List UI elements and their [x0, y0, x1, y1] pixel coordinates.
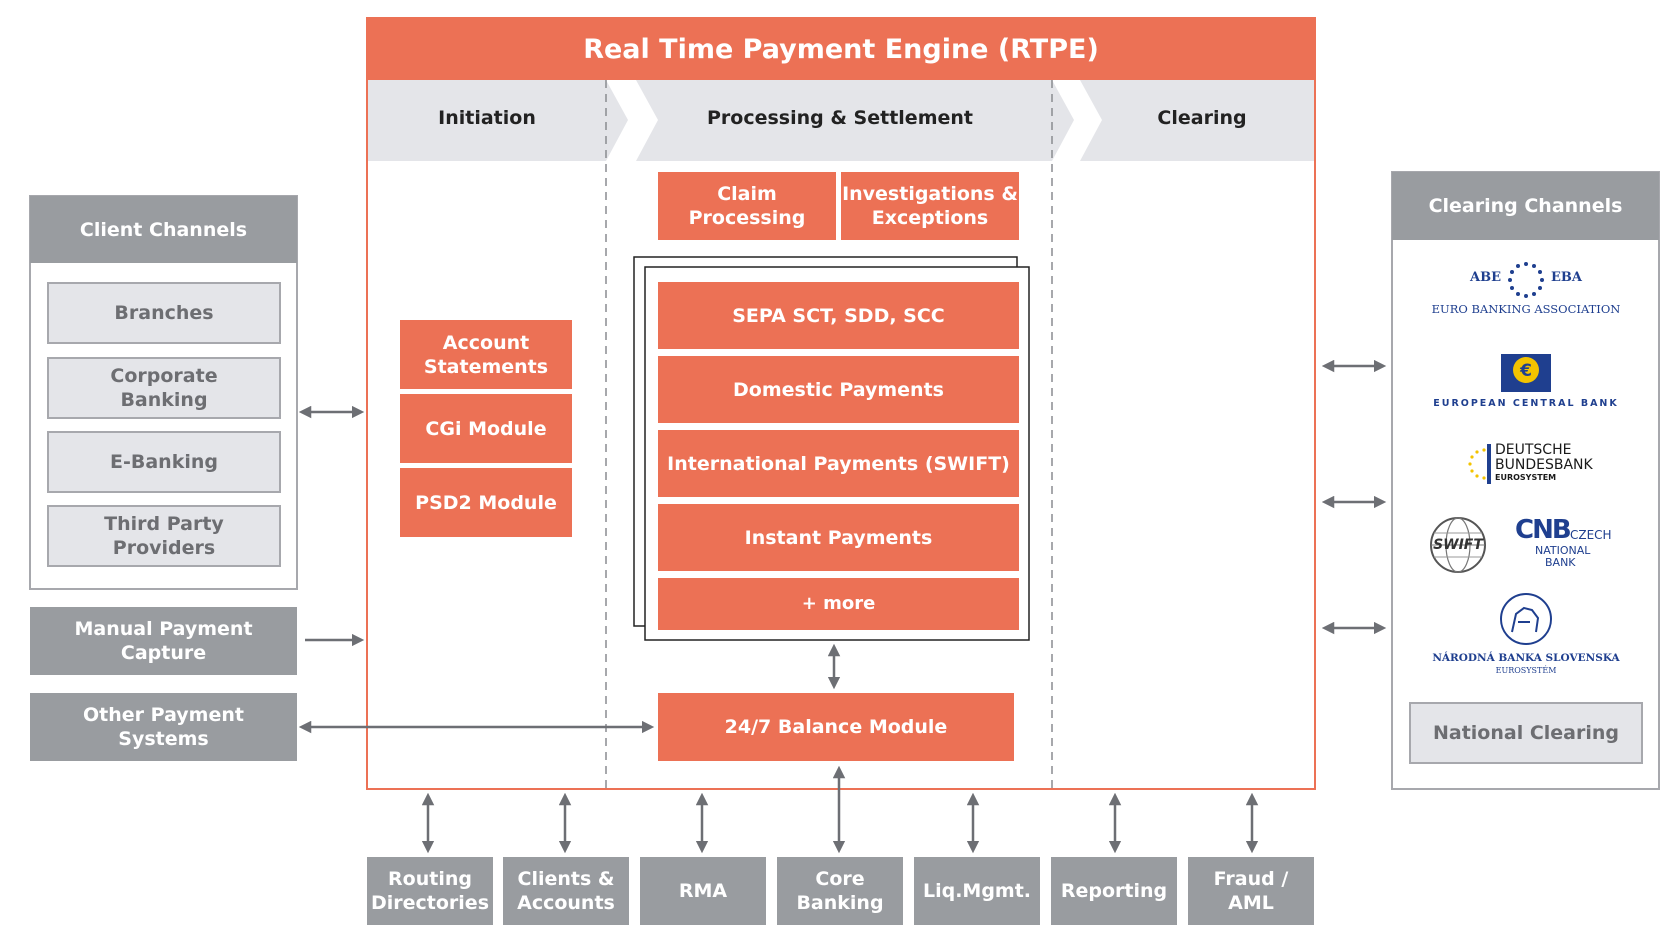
manual-payment-capture[interactable]: Manual Payment Capture [30, 607, 297, 675]
other-payment-systems[interactable]: Other Payment Systems [30, 693, 297, 761]
nbs-logo[interactable]: NÁRODNÁ BANKA SLOVENSKA EUROSYSTÉM [1420, 592, 1632, 684]
backend-rma[interactable]: RMA [640, 857, 766, 925]
bundesbank-line2: BUNDESBANK [1495, 457, 1593, 473]
swift-text: SWIFT [1433, 537, 1483, 553]
channel-e-banking[interactable]: E-Banking [47, 431, 281, 493]
backend-routing-directories[interactable]: Routing Directories [367, 857, 493, 925]
phase-clearing: Clearing [1157, 107, 1247, 129]
bundesbank-logo[interactable]: DEUTSCHE BUNDESBANK EUROSYSTEM [1455, 440, 1625, 490]
phase-processing-settlement: Processing & Settlement [707, 107, 973, 129]
channel-third-party-providers[interactable]: Third Party Providers [47, 505, 281, 567]
eba-eba-text: EBA [1551, 270, 1582, 285]
ecb-logo[interactable]: € EUROPEAN CENTRAL BANK [1420, 350, 1632, 414]
balance-module[interactable]: 24/7 Balance Module [658, 693, 1014, 761]
cnb-line2: NATIONAL [1535, 544, 1591, 557]
phase-band [368, 80, 1314, 161]
bundesbank-stars-icon [1468, 444, 1491, 484]
cnb-line1: CZECH [1570, 528, 1612, 542]
eba-abe-text: ABE [1470, 270, 1501, 285]
backend-fraud-aml[interactable]: Fraud / AML [1188, 857, 1314, 925]
channel-branches[interactable]: Branches [47, 282, 281, 344]
eba-logo[interactable]: ABE EBA EURO BANKING ASSOCIATION [1420, 258, 1632, 324]
phase-initiation: Initiation [438, 107, 536, 129]
bundesbank-line1: DEUTSCHE [1495, 442, 1572, 458]
instant-payments-module[interactable]: Instant Payments [658, 504, 1019, 571]
claim-processing-module[interactable]: Claim Processing [658, 172, 836, 240]
nbs-emblem-icon [1500, 593, 1552, 645]
swift-globe-icon [1430, 517, 1486, 573]
backend-reporting[interactable]: Reporting [1051, 857, 1177, 925]
clearing-channels-frame [1391, 171, 1660, 790]
bundesbank-line3: EUROSYSTEM [1495, 473, 1557, 482]
more-modules[interactable]: + more [658, 578, 1019, 630]
eba-stars-icon [1508, 262, 1544, 298]
psd2-module[interactable]: PSD2 Module [400, 468, 572, 537]
investigations-exceptions-module[interactable]: Investigations & Exceptions [841, 172, 1019, 240]
rtpe-title: Real Time Payment Engine (RTPE) [368, 19, 1314, 80]
client-channels-title: Client Channels [30, 196, 297, 263]
international-payments-module[interactable]: International Payments (SWIFT) [658, 430, 1019, 497]
sepa-module[interactable]: SEPA SCT, SDD, SCC [658, 282, 1019, 349]
account-statements-module[interactable]: Account Statements [400, 320, 572, 389]
channel-corporate-banking[interactable]: Corporate Banking [47, 357, 281, 419]
domestic-payments-module[interactable]: Domestic Payments [658, 356, 1019, 423]
cnb-letters: CNB [1515, 515, 1572, 545]
phase-chevron-2 [1052, 80, 1102, 161]
nbs-line2: EUROSYSTÉM [1495, 666, 1557, 675]
cnb-logo[interactable]: CNB CZECH NATIONAL BANK [1515, 515, 1635, 575]
national-clearing[interactable]: National Clearing [1409, 702, 1643, 764]
backend-liq-mgmt[interactable]: Liq.Mgmt. [914, 857, 1040, 925]
clearing-channels-title: Clearing Channels [1392, 172, 1659, 240]
ecb-name: EUROPEAN CENTRAL BANK [1433, 398, 1619, 409]
svg-text:€: € [1519, 361, 1532, 381]
phase-chevron-1 [606, 80, 658, 161]
swift-logo[interactable]: SWIFT [1428, 515, 1488, 575]
ecb-euro-icon: € [1501, 354, 1551, 392]
cgi-module[interactable]: CGi Module [400, 394, 572, 463]
nbs-line1: NÁRODNÁ BANKA SLOVENSKA [1432, 652, 1620, 664]
cnb-line3: BANK [1545, 556, 1576, 569]
eba-name: EURO BANKING ASSOCIATION [1431, 302, 1621, 316]
backend-clients-accounts[interactable]: Clients & Accounts [503, 857, 629, 925]
backend-core-banking[interactable]: Core Banking [777, 857, 903, 925]
